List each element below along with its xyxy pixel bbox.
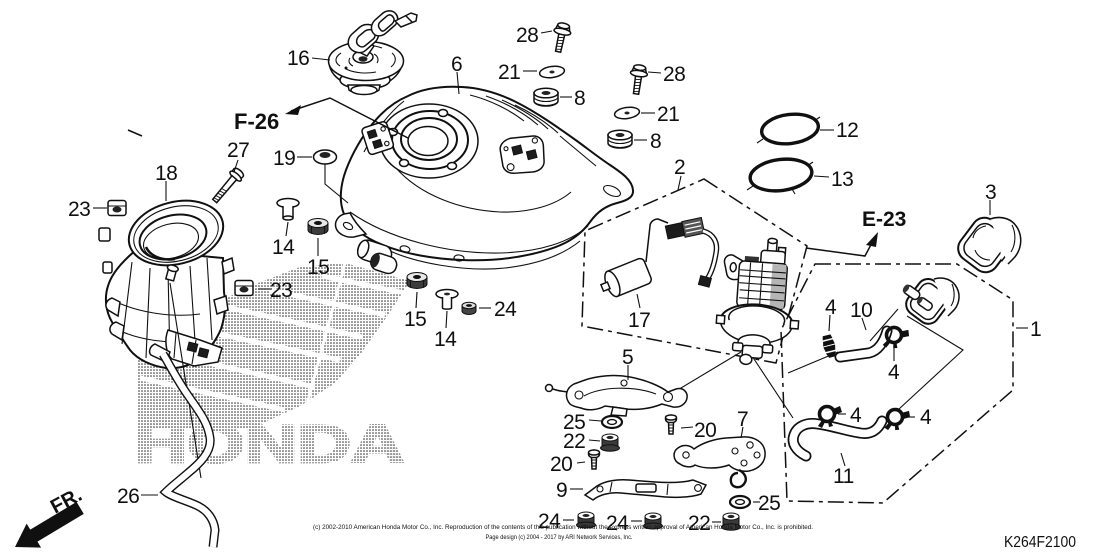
svg-text:8: 8 [650, 130, 661, 153]
svg-text:E-23: E-23 [862, 208, 906, 231]
svg-text:17: 17 [628, 309, 650, 332]
svg-text:21: 21 [657, 103, 679, 126]
svg-text:2: 2 [674, 156, 685, 179]
svg-text:10: 10 [850, 299, 872, 322]
svg-text:3: 3 [985, 181, 996, 204]
svg-text:11: 11 [833, 465, 854, 488]
svg-text:25: 25 [563, 411, 585, 434]
svg-text:4: 4 [888, 361, 900, 384]
svg-text:8: 8 [574, 87, 585, 110]
svg-text:13: 13 [831, 168, 853, 191]
svg-text:HONDA: HONDA [134, 415, 404, 474]
svg-text:26: 26 [117, 485, 139, 508]
svg-text:20: 20 [550, 453, 572, 476]
svg-text:1: 1 [1030, 318, 1041, 341]
svg-text:24: 24 [494, 298, 517, 321]
svg-text:7: 7 [737, 408, 748, 431]
svg-text:F-26: F-26 [234, 109, 279, 134]
svg-text:22: 22 [563, 430, 585, 453]
svg-text:K264F2100: K264F2100 [1004, 534, 1076, 551]
svg-text:(c) 2002-2010 American Honda M: (c) 2002-2010 American Honda Motor Co., … [313, 525, 813, 531]
svg-text:20: 20 [694, 419, 716, 442]
svg-text:19: 19 [273, 147, 295, 170]
svg-text:24: 24 [606, 512, 629, 535]
svg-text:15: 15 [404, 308, 426, 331]
svg-text:18: 18 [155, 162, 177, 185]
svg-text:16: 16 [287, 47, 309, 70]
svg-text:14: 14 [434, 328, 457, 351]
svg-text:23: 23 [270, 279, 292, 302]
svg-text:4: 4 [850, 404, 862, 427]
svg-text:4: 4 [825, 296, 837, 319]
svg-text:12: 12 [836, 119, 858, 142]
svg-text:14: 14 [272, 236, 295, 259]
svg-text:4: 4 [920, 406, 932, 429]
svg-text:24: 24 [538, 510, 561, 533]
svg-text:28: 28 [516, 24, 538, 47]
svg-text:15: 15 [307, 256, 329, 279]
svg-text:5: 5 [622, 346, 633, 369]
svg-text:27: 27 [227, 139, 249, 162]
svg-text:23: 23 [68, 198, 90, 221]
svg-text:9: 9 [556, 479, 567, 502]
svg-text:25: 25 [758, 492, 780, 515]
svg-text:Page design (c) 2004 - 2017 by: Page design (c) 2004 - 2017 by ARI Netwo… [486, 535, 633, 541]
svg-text:6: 6 [451, 53, 462, 76]
svg-text:21: 21 [498, 61, 520, 84]
svg-text:22: 22 [688, 512, 710, 535]
svg-text:28: 28 [663, 63, 685, 86]
